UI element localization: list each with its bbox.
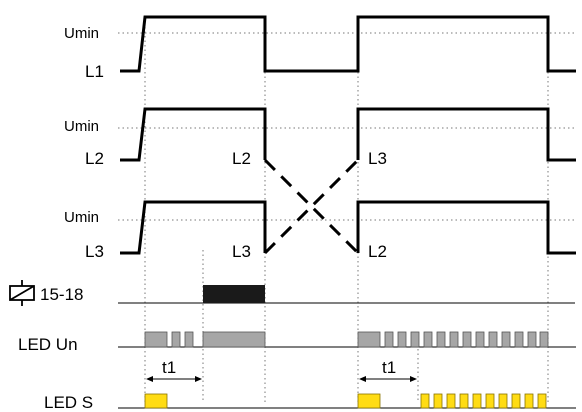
led-un-pulse xyxy=(527,331,537,348)
led-s-pulse xyxy=(498,393,508,409)
led-un-label: LED Un xyxy=(18,335,78,354)
signal-l2: Umin L2 L2 L3 xyxy=(64,107,576,168)
l3-umin-label: Umin xyxy=(64,209,99,226)
led-un-pulse xyxy=(539,331,549,348)
led-un-pulse xyxy=(514,331,524,348)
t1-second-label: t1 xyxy=(382,358,396,377)
led-s-pulse xyxy=(357,393,381,409)
swap-dash-l3-to-l2 xyxy=(263,158,360,255)
arrow-left-icon xyxy=(146,376,153,382)
led-s-label: LED S xyxy=(44,393,93,412)
l2-waveform-a xyxy=(120,107,267,162)
relay-coil-icon xyxy=(9,280,35,306)
l3-label: L3 xyxy=(85,242,104,261)
arrow-right-icon xyxy=(410,376,417,382)
led-s-pulse xyxy=(433,393,443,409)
l2-waveform-b xyxy=(356,107,576,162)
l2-label: L2 xyxy=(85,149,104,168)
led-un-row: LED Un xyxy=(18,331,576,354)
l1-umin-label: Umin xyxy=(64,25,99,42)
led-un-pulse xyxy=(462,331,472,348)
led-s-pulse xyxy=(485,393,495,409)
timer-t1-first: t1 xyxy=(146,358,202,382)
relay-label: 15-18 xyxy=(40,285,83,304)
l1-label: L1 xyxy=(85,62,104,81)
led-s-pulse xyxy=(524,393,534,409)
swap-dash-l2-to-l3 xyxy=(263,158,360,255)
led-un-pulse xyxy=(384,331,394,348)
t1-first-label: t1 xyxy=(162,358,176,377)
l2-umin-label: Umin xyxy=(64,118,99,135)
led-s-pulse xyxy=(446,393,456,409)
led-un-pulse xyxy=(397,331,407,348)
l3-fall-label: L3 xyxy=(232,242,251,261)
led-un-pulse xyxy=(449,331,459,348)
l3-waveform-b xyxy=(356,200,576,255)
led-s-pulse xyxy=(459,393,469,409)
relay-on-pulse xyxy=(203,285,265,303)
led-un-pulse xyxy=(436,331,446,348)
led-s-pulse xyxy=(144,393,168,409)
l3-waveform-a xyxy=(120,200,267,255)
arrow-left-icon xyxy=(359,376,366,382)
l2-cross-label: L3 xyxy=(368,149,387,168)
l2-fall-label: L2 xyxy=(232,149,251,168)
led-un-pulse xyxy=(144,331,168,348)
led-s-pulse xyxy=(472,393,482,409)
l3-cross-label: L2 xyxy=(368,242,387,261)
led-un-pulse xyxy=(202,331,266,348)
led-s-pulse xyxy=(420,393,430,409)
led-un-pulse xyxy=(488,331,498,348)
led-un-pulse xyxy=(184,331,194,348)
led-s-row: LED S xyxy=(44,393,576,412)
led-un-pulse xyxy=(357,331,381,348)
led-un-pulse xyxy=(475,331,485,348)
signal-l3: Umin L3 L3 L2 xyxy=(64,200,576,261)
led-s-pulse xyxy=(537,393,547,409)
relay-15-18: 15-18 xyxy=(9,280,575,306)
l1-waveform xyxy=(120,15,576,73)
led-un-pulse xyxy=(171,331,181,348)
timer-t1-second: t1 xyxy=(359,358,417,382)
phase-swap-cross xyxy=(263,158,360,255)
arrow-right-icon xyxy=(195,376,202,382)
led-un-pulse xyxy=(423,331,433,348)
led-un-pulse xyxy=(501,331,511,348)
signal-l1: Umin L1 xyxy=(64,15,576,81)
led-un-pulse xyxy=(410,331,420,348)
led-s-pulse xyxy=(511,393,521,409)
